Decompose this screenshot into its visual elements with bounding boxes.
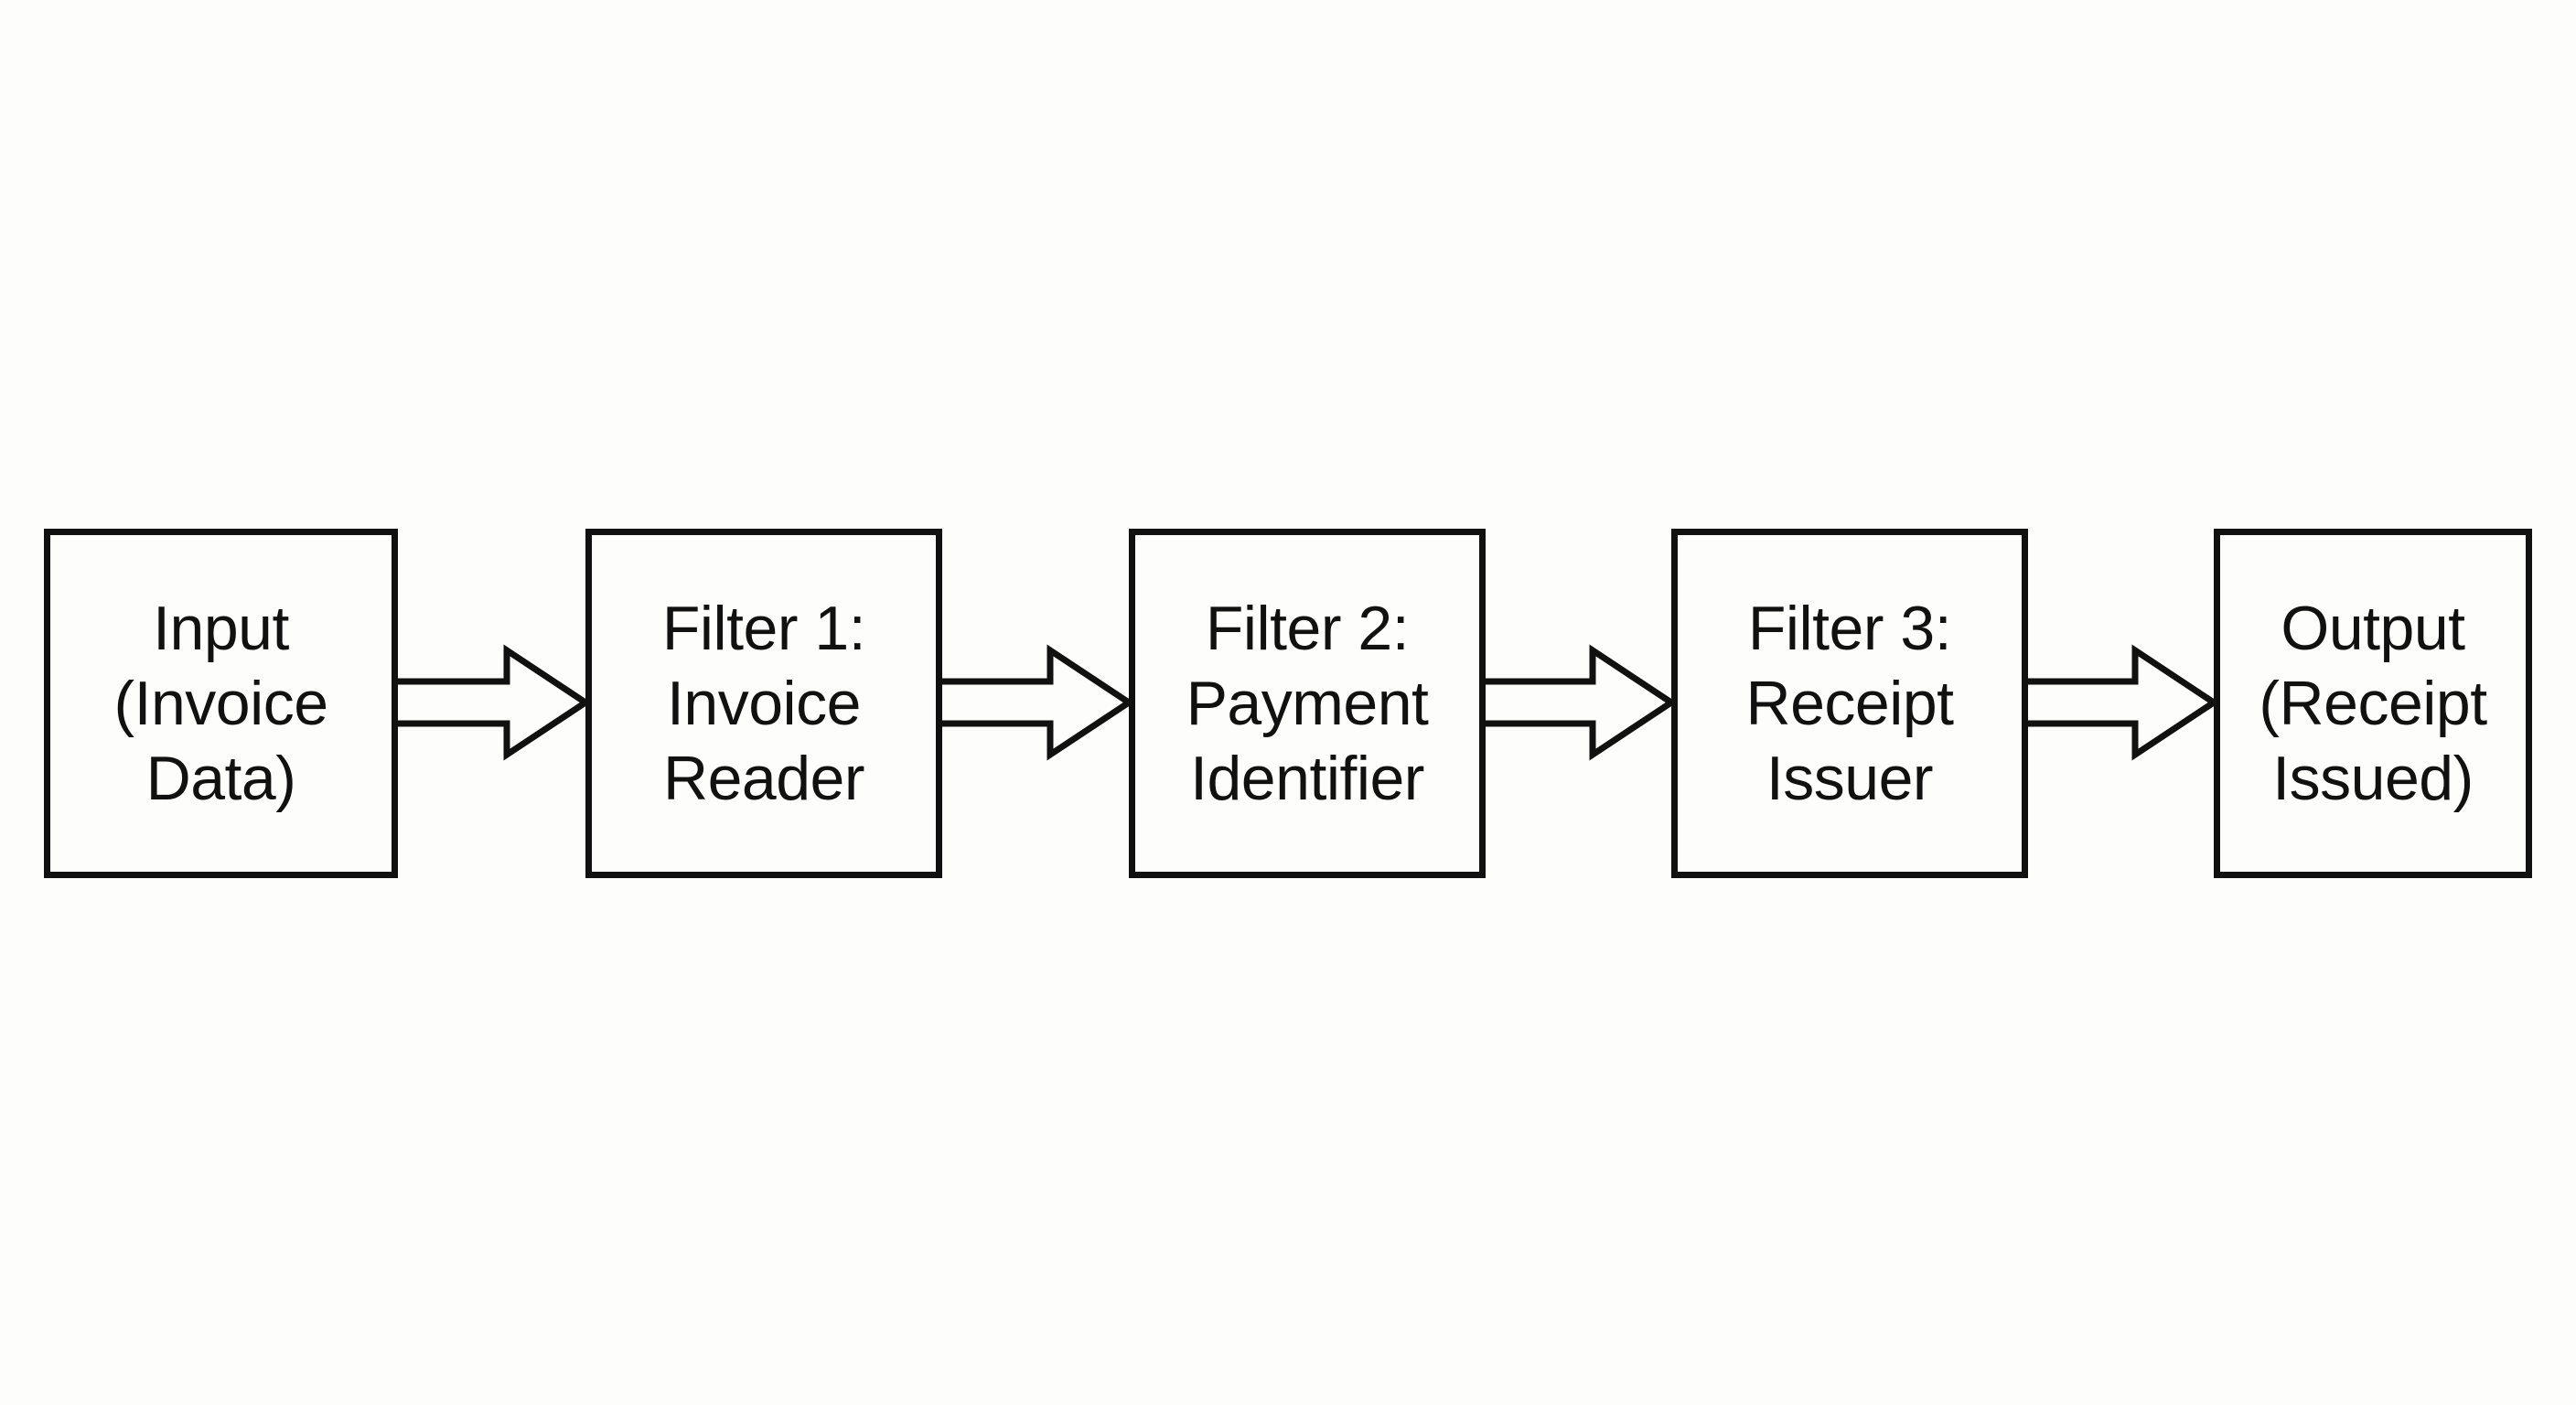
node-filter-1-line-2: Invoice bbox=[667, 669, 861, 738]
node-filter-1[interactable]: Filter 1: Invoice Reader bbox=[585, 529, 942, 878]
arrow-filter-1-to-filter-2 bbox=[942, 644, 1135, 761]
arrow-filter-3-to-output bbox=[2028, 644, 2220, 761]
node-output-line-1: Output bbox=[2281, 594, 2465, 663]
node-input-line-2: (Invoice bbox=[113, 669, 328, 738]
arrow-input-to-filter-1 bbox=[398, 644, 592, 761]
node-filter-2-line-1: Filter 2: bbox=[1205, 594, 1410, 663]
node-filter-3[interactable]: Filter 3: Receipt Issuer bbox=[1671, 529, 2028, 878]
node-filter-3-line-2: Receipt bbox=[1745, 669, 1954, 738]
node-input-line-3: Data) bbox=[145, 744, 296, 813]
node-output-line-2: (Receipt bbox=[2259, 669, 2487, 738]
node-filter-1-line-3: Reader bbox=[662, 744, 865, 813]
node-input[interactable]: Input (Invoice Data) bbox=[44, 529, 398, 878]
node-filter-3-line-3: Issuer bbox=[1766, 744, 1934, 813]
node-filter-2-line-3: Identifier bbox=[1190, 744, 1424, 813]
node-filter-2-line-2: Payment bbox=[1186, 669, 1429, 738]
node-filter-1-line-1: Filter 1: bbox=[661, 594, 866, 663]
node-output[interactable]: Output (Receipt Issued) bbox=[2214, 529, 2532, 878]
node-filter-2[interactable]: Filter 2: Payment Identifier bbox=[1129, 529, 1486, 878]
node-input-line-1: Input bbox=[153, 594, 289, 663]
node-output-line-3: Issued) bbox=[2272, 744, 2474, 813]
arrow-filter-2-to-filter-3 bbox=[1486, 644, 1678, 761]
node-filter-3-line-1: Filter 3: bbox=[1747, 594, 1952, 663]
